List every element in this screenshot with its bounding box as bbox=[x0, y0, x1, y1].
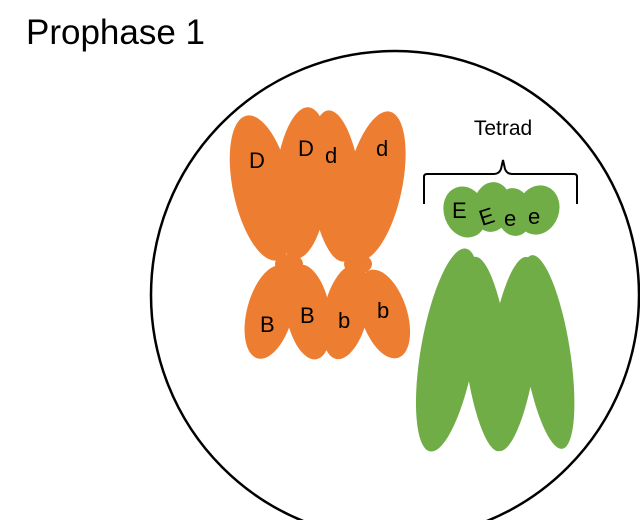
chromatid-bottom-arm-4 bbox=[357, 269, 411, 359]
chromatid-top-arm-4 bbox=[342, 111, 406, 261]
tetrad-label: Tetrad bbox=[474, 117, 532, 140]
allele-label-b-1: b bbox=[338, 308, 350, 333]
tetrad-bracket bbox=[423, 159, 578, 204]
allele-label-b-2: b bbox=[377, 298, 389, 323]
chromatid-bottom-arm-1 bbox=[244, 265, 296, 359]
allele-label-E-1: E bbox=[452, 198, 467, 223]
allele-label-e-2: e bbox=[528, 204, 540, 229]
allele-label-B-1: B bbox=[260, 312, 275, 337]
green-tetrad: E E e e bbox=[415, 182, 575, 452]
centromere-left bbox=[275, 254, 303, 274]
chromatid-bottom-arm-2 bbox=[284, 264, 332, 360]
chromatid-long-arm-4 bbox=[519, 255, 575, 449]
orange-tetrad: D D d d B B b b bbox=[229, 107, 411, 360]
allele-label-d-1: d bbox=[325, 143, 337, 168]
allele-label-B-2: B bbox=[300, 303, 315, 328]
page-title: Prophase 1 bbox=[26, 13, 206, 52]
chromatid-short-arm-4 bbox=[516, 185, 560, 235]
allele-label-D-2: D bbox=[298, 136, 314, 161]
centromere-right bbox=[344, 254, 372, 274]
chromatid-bottom-arm-3 bbox=[322, 264, 370, 360]
allele-label-d-2: d bbox=[376, 136, 388, 161]
allele-label-e-1: e bbox=[504, 206, 516, 231]
allele-label-D-1: D bbox=[249, 148, 265, 173]
cell-membrane bbox=[149, 49, 640, 520]
